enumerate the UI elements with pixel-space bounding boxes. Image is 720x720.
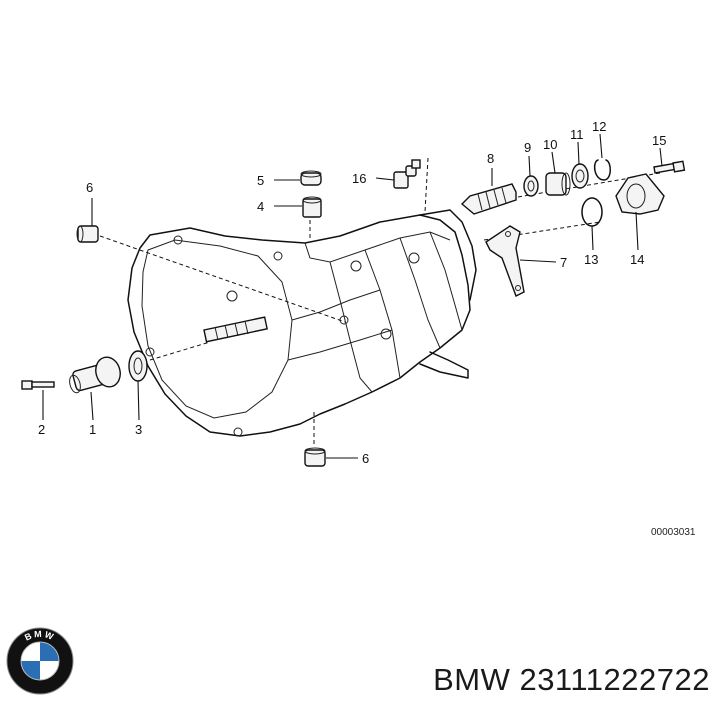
callout-13: 13 [584, 252, 598, 267]
callout-6-top: 6 [86, 180, 93, 195]
callout-4: 4 [257, 199, 264, 214]
part-11-ring [571, 163, 589, 189]
part-9-ring [523, 175, 539, 197]
callout-11: 11 [570, 127, 584, 142]
part-1-guide-tube [69, 356, 121, 394]
part-16-switch [393, 159, 421, 189]
callout-6-bottom: 6 [362, 451, 369, 466]
part-2-bolt [21, 380, 55, 390]
part-4-sleeve [302, 196, 322, 218]
callout-10: 10 [543, 137, 557, 152]
callout-7: 7 [560, 255, 567, 270]
part-8-gaiter [460, 183, 517, 215]
callout-16: 16 [352, 171, 366, 186]
svg-text:BMW: BMW [23, 629, 57, 643]
callout-15: 15 [652, 133, 666, 148]
part-3-shaft-seal [128, 350, 148, 382]
part-12-circlip [593, 159, 611, 181]
callout-8: 8 [487, 151, 494, 166]
callout-14: 14 [630, 252, 644, 267]
part-15-bolt [653, 160, 686, 174]
leader-lines [42, 133, 663, 459]
callout-labels: 6 5 4 16 8 9 10 11 12 15 7 13 14 2 1 3 6 [38, 119, 666, 466]
bmw-logo-lettering: BMW [23, 629, 55, 643]
brand-part-number: BMW 23111222722 [433, 662, 710, 697]
diagram-id-code: 00003031 [651, 527, 696, 538]
callout-9: 9 [524, 140, 531, 155]
part-7-bracket [485, 225, 525, 297]
callout-3: 3 [135, 422, 142, 437]
bmw-logo: BMW [6, 627, 74, 695]
part-13-o-ring [581, 197, 603, 227]
transmission-housing [127, 209, 477, 437]
part-10-bush [545, 172, 571, 196]
assembly-lines [99, 157, 661, 446]
callout-2: 2 [38, 422, 45, 437]
part-5-cap [300, 170, 322, 186]
callout-1: 1 [89, 422, 96, 437]
part-6-plug-bottom [304, 447, 326, 467]
part-6-plug-top [76, 225, 99, 243]
callout-12: 12 [592, 119, 606, 134]
part-14-flange [615, 173, 665, 215]
callout-5: 5 [257, 173, 264, 188]
